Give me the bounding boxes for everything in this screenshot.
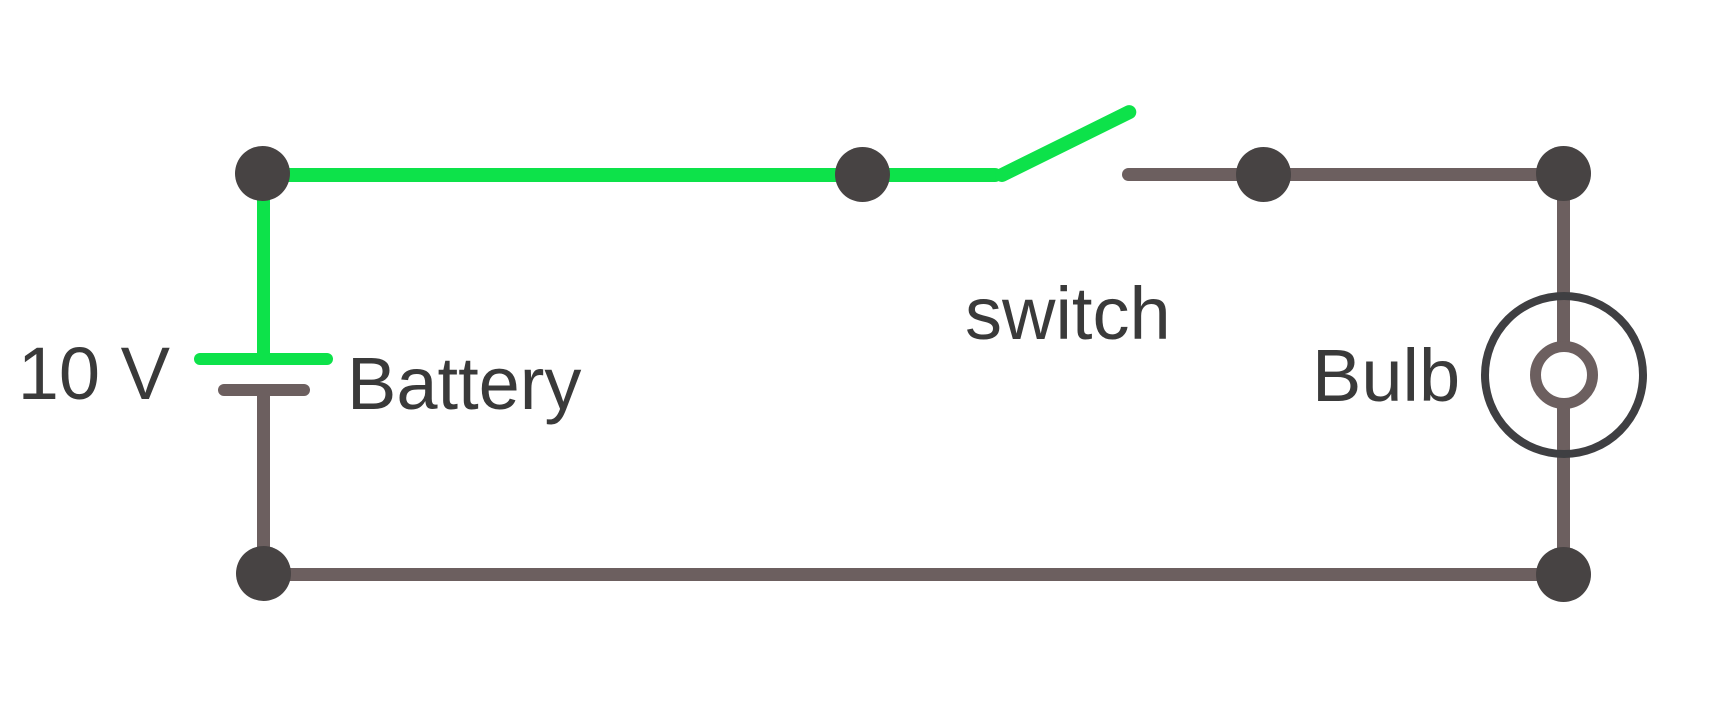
node-top-right[interactable]: [1536, 146, 1591, 201]
switch-label: switch: [965, 272, 1171, 355]
wire-battery-negative-lead[interactable]: [257, 386, 270, 580]
bulb-outline[interactable]: [1481, 292, 1647, 458]
node-switch-right[interactable]: [1236, 147, 1291, 202]
battery-positive-plate[interactable]: [194, 353, 333, 365]
bulb-label: Bulb: [1312, 334, 1461, 417]
node-top-left[interactable]: [235, 146, 290, 201]
wire-battery-to-switch[interactable]: [263, 168, 1002, 182]
battery-negative-plate[interactable]: [218, 384, 310, 396]
wire-battery-positive-lead[interactable]: [257, 160, 270, 365]
node-switch-left[interactable]: [835, 147, 890, 202]
wire-bottom[interactable]: [264, 568, 1564, 581]
switch-lever[interactable]: [992, 102, 1139, 185]
bulb-filament-ring[interactable]: [1530, 341, 1598, 409]
wire-switch-to-bulb[interactable]: [1122, 168, 1564, 181]
node-bottom-left[interactable]: [236, 546, 291, 601]
node-bottom-right[interactable]: [1536, 547, 1591, 602]
battery-label: Battery: [347, 342, 582, 425]
battery-voltage-label: 10 V: [17, 332, 170, 415]
